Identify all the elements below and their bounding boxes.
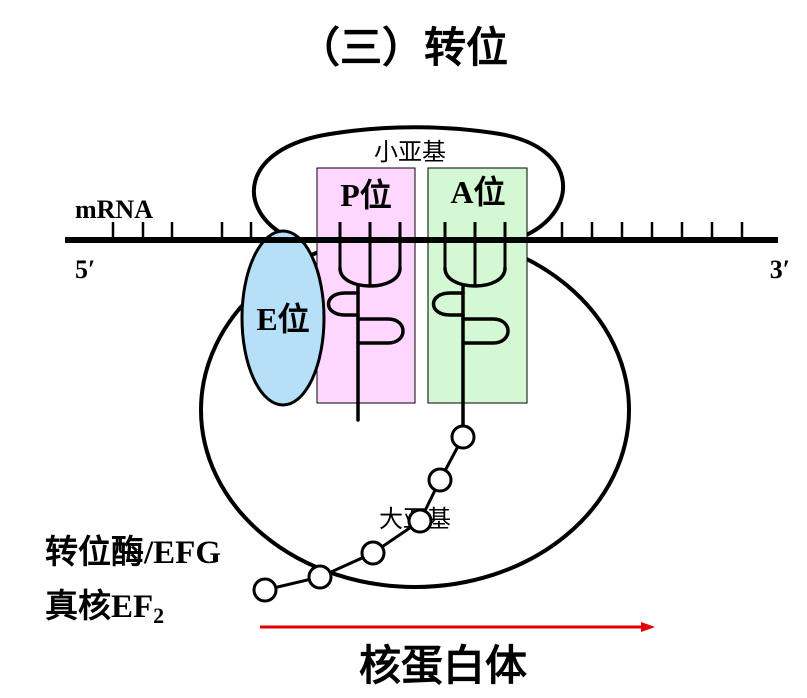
- p-site-label: P位: [340, 177, 392, 213]
- trna-right-arm: [461, 317, 510, 345]
- arrow-head: [641, 622, 655, 632]
- amino-acid: [450, 424, 476, 450]
- three-prime-label: 3′: [770, 255, 790, 284]
- movement-arrow: [260, 622, 655, 632]
- p-site-codon: [338, 222, 402, 287]
- amino-acid: [252, 577, 278, 603]
- amino-acid: [360, 540, 386, 566]
- peptide-chain: [252, 424, 476, 603]
- trna-anticodon-loop: [443, 266, 507, 288]
- eukaryote-ef-subscript: 2: [153, 603, 164, 628]
- amino-acid: [407, 508, 433, 534]
- eukaryote-ef2-label: 真核EF2: [45, 588, 164, 628]
- p-site-trna: [326, 266, 405, 422]
- trna-left-arm: [431, 291, 465, 317]
- eukaryote-ef-text: 真核EF: [45, 588, 153, 625]
- ribosome-label: 核蛋白体: [359, 641, 527, 690]
- small-subunit-label: 小亚基: [374, 138, 446, 166]
- page-title: （三）转位: [298, 23, 508, 72]
- trna-right-arm: [356, 317, 405, 345]
- e-site-label: E位: [256, 301, 309, 337]
- mrna-ticks: [111, 222, 744, 240]
- a-site-label: A位: [450, 174, 505, 210]
- trna-anticodon-loop: [338, 266, 402, 288]
- amino-acid: [427, 467, 453, 493]
- a-site-codon: [443, 222, 507, 287]
- five-prime-label: 5′: [75, 255, 95, 284]
- trna-left-arm: [326, 291, 360, 317]
- mrna-label: mRNA: [75, 195, 153, 224]
- e-site: [240, 229, 326, 407]
- a-site-trna: [431, 266, 510, 428]
- amino-acid: [307, 564, 333, 590]
- translocase-label: 转位酶/EFG: [45, 533, 221, 571]
